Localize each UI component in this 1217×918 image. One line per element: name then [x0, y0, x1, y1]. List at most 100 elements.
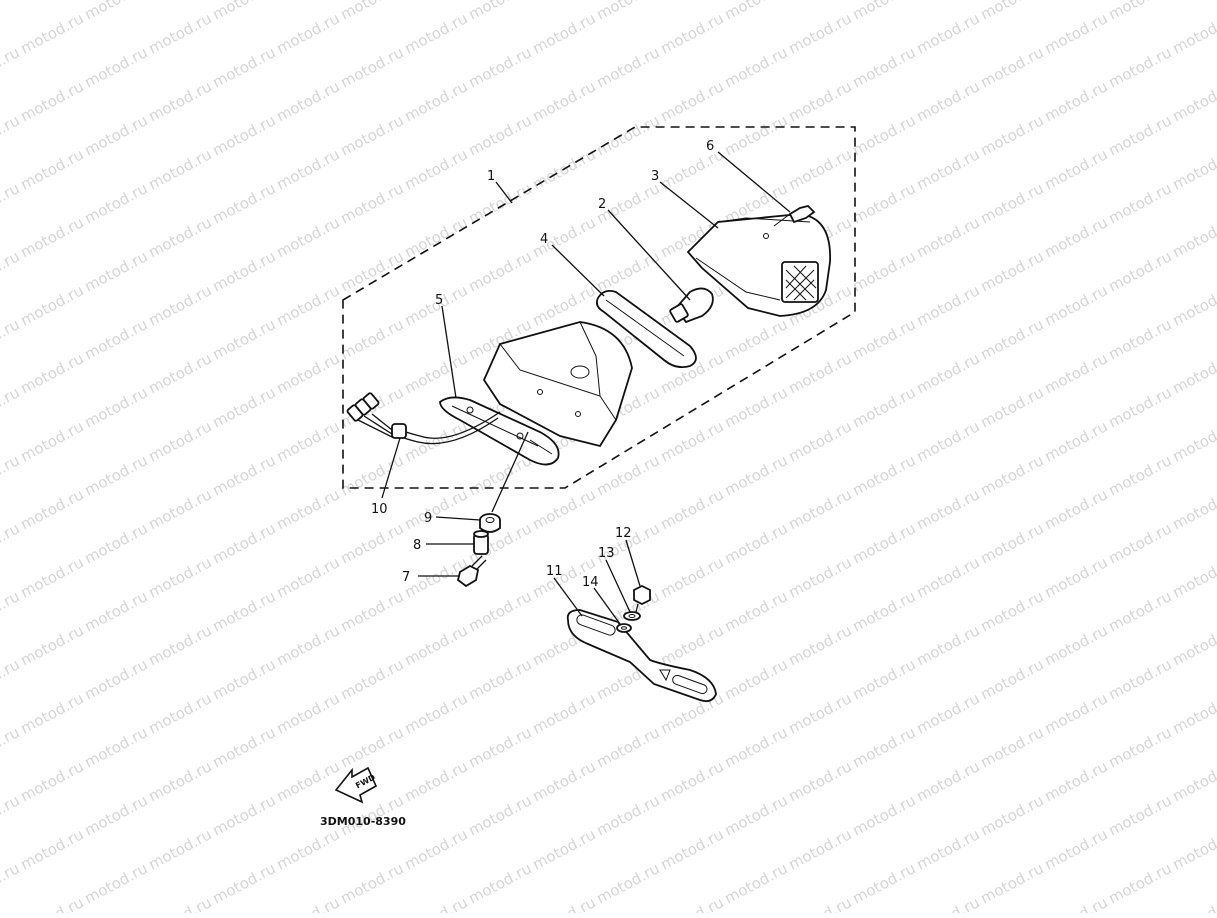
watermark-text: motod.ru: [1041, 349, 1110, 397]
watermark-text: motod.ru: [0, 859, 23, 907]
lens-screw[interactable]: [773, 205, 816, 227]
watermark-text: motod.ru: [1169, 417, 1217, 465]
tail-lamp-bracket[interactable]: [566, 609, 717, 703]
watermark-text: motod.ru: [401, 349, 470, 397]
callout-9: 9: [424, 511, 432, 526]
watermark-text: motod.ru: [593, 111, 662, 159]
watermark-text: motod.ru: [1105, 791, 1174, 839]
watermark-text: motod.ru: [0, 315, 23, 363]
tail-lamp-bulb[interactable]: [669, 287, 714, 324]
watermark-text: motod.ru: [401, 825, 470, 873]
watermark-text: motod.ru: [337, 859, 406, 907]
watermark-text: motod.ru: [17, 825, 86, 873]
callout-10: 10: [371, 502, 388, 517]
diagram-code: 3DM010-8390: [320, 815, 406, 828]
watermark-text: motod.ru: [1169, 893, 1217, 913]
watermark-text: motod.ru: [785, 349, 854, 397]
watermark-text: motod.ru: [337, 179, 406, 227]
watermark-text: motod.ru: [401, 417, 470, 465]
watermark-text: motod.ru: [17, 553, 86, 601]
watermark-text: motod.ru: [1169, 213, 1217, 261]
watermark-text: motod.ru: [785, 689, 854, 737]
watermark-text: motod.ru: [465, 655, 534, 703]
watermark-text: motod.ru: [81, 111, 150, 159]
callout-5: 5: [435, 293, 443, 308]
leader-lines: [381, 151, 791, 625]
collar[interactable]: [473, 530, 489, 555]
watermark-text: motod.ru: [1105, 247, 1174, 295]
grommet[interactable]: [479, 513, 501, 533]
watermark-text: motod.ru: [145, 281, 214, 329]
watermark-text: motod.ru: [1105, 655, 1174, 703]
watermark-text: motod.ru: [0, 0, 23, 24]
watermark-text: motod.ru: [145, 689, 214, 737]
watermark-text: motod.ru: [785, 145, 854, 193]
tail-lamp-base[interactable]: [439, 321, 633, 466]
watermark-text: motod.ru: [209, 451, 278, 499]
callout-12: 12: [615, 526, 632, 541]
watermark-text: motod.ru: [849, 587, 918, 635]
watermark-text: motod.ru: [401, 9, 470, 57]
watermark-text: motod.ru: [1041, 145, 1110, 193]
watermark-text: motod.ru: [849, 519, 918, 567]
watermark-text: motod.ru: [721, 315, 790, 363]
watermark-text: motod.ru: [401, 77, 470, 125]
bracket-bolt[interactable]: [633, 584, 651, 613]
watermark-text: motod.ru: [209, 247, 278, 295]
callout-labels: 1 2 3 4 5 6 7 8 9 10 11 12 13 14: [371, 139, 714, 590]
lock-washer[interactable]: [616, 623, 632, 633]
watermark-text: motod.ru: [913, 281, 982, 329]
plain-washer[interactable]: [623, 611, 641, 621]
watermark-text: motod.ru: [529, 689, 598, 737]
watermark-text: motod.ru: [145, 145, 214, 193]
watermark-text: motod.ru: [273, 553, 342, 601]
watermark-text: motod.ru: [977, 179, 1046, 227]
watermark-text: motod.ru: [17, 213, 86, 261]
tail-lamp-wire-harness[interactable]: [346, 392, 501, 445]
watermark-text: motod.ru: [81, 791, 150, 839]
watermark-text: motod.ru: [273, 825, 342, 873]
watermark-text: motod.ru: [81, 179, 150, 227]
watermark-text: motod.ru: [977, 587, 1046, 635]
watermark-text: motod.ru: [337, 451, 406, 499]
watermark-text: motod.ru: [273, 485, 342, 533]
lens-gasket[interactable]: [595, 289, 697, 369]
callout-13: 13: [598, 546, 615, 561]
watermark-text: motod.ru: [1105, 383, 1174, 431]
watermark-text: motod.ru: [529, 825, 598, 873]
watermark-text: motod.ru: [1041, 417, 1110, 465]
watermark-text: motod.ru: [913, 485, 982, 533]
watermark-text: motod.ru: [17, 621, 86, 669]
watermark-text: motod.ru: [145, 349, 214, 397]
watermark-text: motod.ru: [0, 451, 23, 499]
watermark-text: motod.ru: [657, 417, 726, 465]
watermark-text: motod.ru: [465, 0, 534, 24]
watermark-text: motod.ru: [1105, 587, 1174, 635]
watermark-text: motod.ru: [849, 111, 918, 159]
watermark-text: motod.ru: [1105, 315, 1174, 363]
watermark-text: motod.ru: [1105, 43, 1174, 91]
callout-6: 6: [706, 139, 714, 154]
watermark-text: motod.ru: [465, 859, 534, 907]
watermark-text: motod.ru: [785, 757, 854, 805]
watermark-text: motod.ru: [273, 77, 342, 125]
watermark-text: motod.ru: [913, 893, 982, 913]
watermark-text: motod.ru: [337, 723, 406, 771]
watermark-text: motod.ru: [209, 43, 278, 91]
watermark-text: motod.ru: [657, 757, 726, 805]
watermark-text: motod.ru: [209, 519, 278, 567]
watermark-text: motod.ru: [721, 519, 790, 567]
watermark-text: motod.ru: [17, 77, 86, 125]
watermark-text: motod.ru: [849, 0, 918, 24]
watermark-text: motod.ru: [593, 859, 662, 907]
watermark-text: motod.ru: [785, 621, 854, 669]
reflector-grid-pattern: [785, 265, 817, 301]
watermark-text: motod.ru: [209, 111, 278, 159]
watermark-text: motod.ru: [81, 723, 150, 771]
tail-lamp-lens[interactable]: [686, 213, 831, 317]
mounting-bolt[interactable]: [456, 555, 487, 588]
watermark-text: motod.ru: [593, 723, 662, 771]
watermark-text: motod.ru: [849, 655, 918, 703]
watermark-text: motod.ru: [1041, 77, 1110, 125]
watermark-text: motod.ru: [273, 417, 342, 465]
